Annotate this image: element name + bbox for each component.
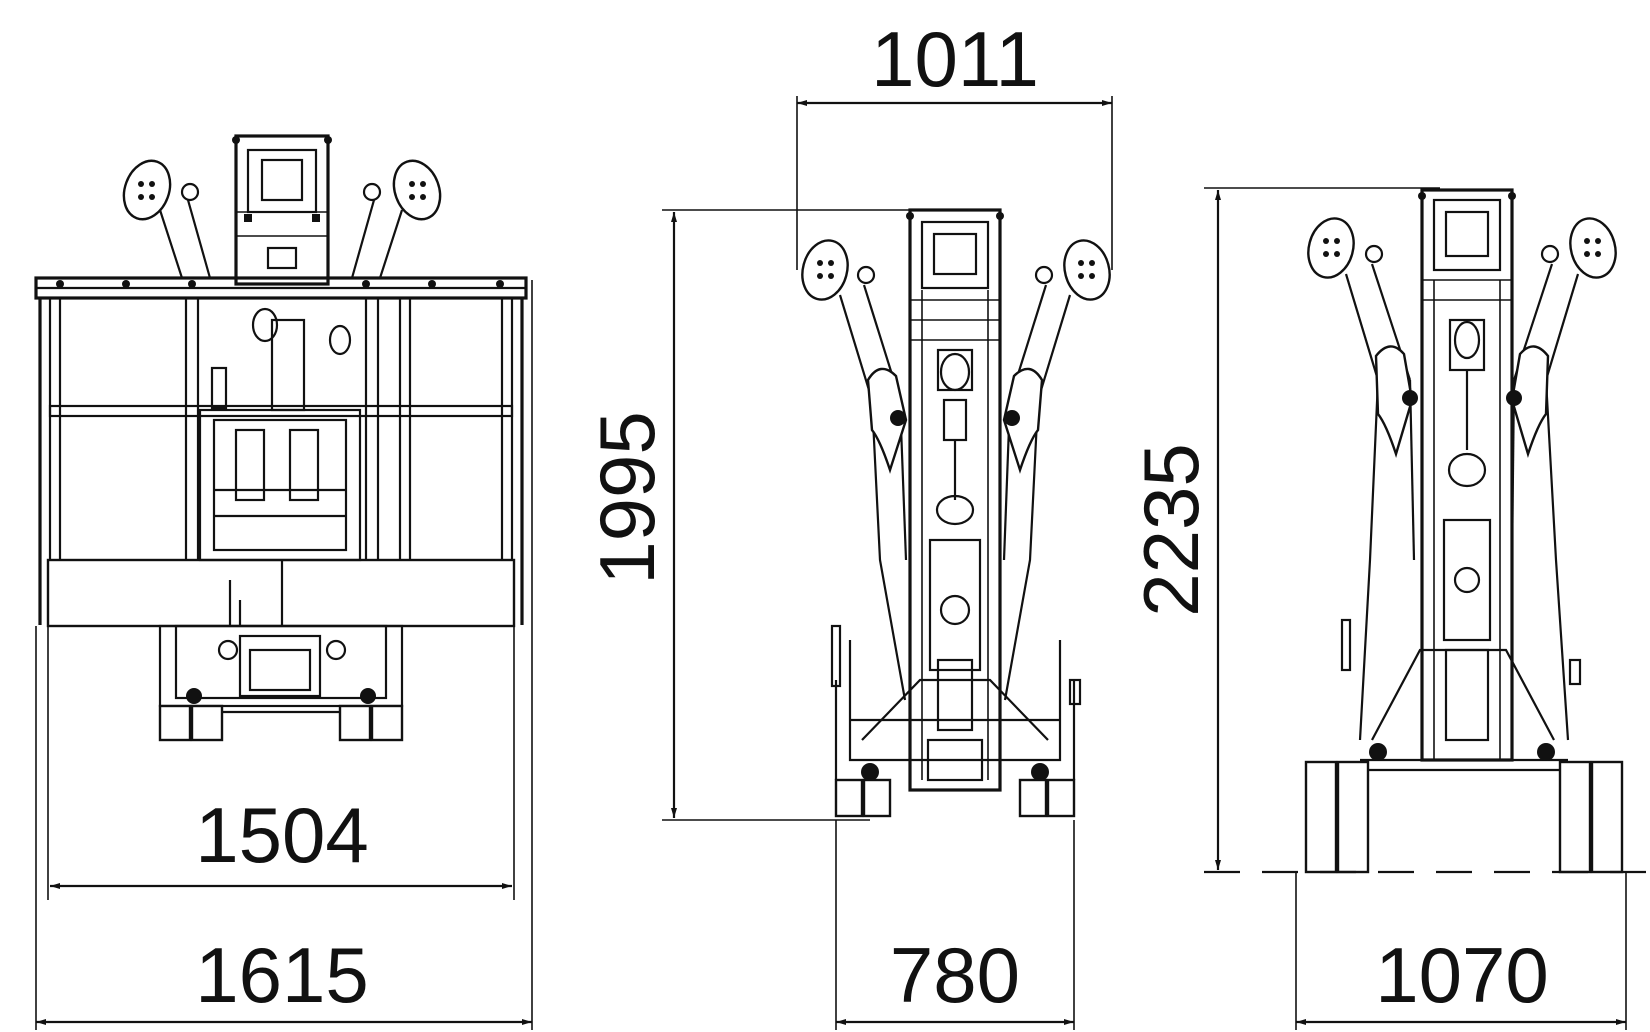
side-mast [906,208,1004,792]
dim-label-1011: 1011 [871,15,1039,103]
side-left-lamp [801,239,902,401]
front-right-lamp [350,159,442,279]
front-mechanism [198,307,362,626]
side-chassis [830,624,1082,818]
dimension-rear-height: 2235 [1127,187,1650,874]
dim-label-1615: 1615 [195,931,369,1019]
front-basket [34,276,528,628]
rear-mast [1418,188,1516,762]
dim-label-1070: 1070 [1375,931,1549,1019]
front-view [34,134,528,742]
dimension-side-height: 1995 [583,209,968,821]
dimension-side-base: 780 [835,820,1075,1030]
rear-booms [1358,345,1570,741]
dim-label-1995: 1995 [583,411,671,585]
rear-right-lamp [1512,217,1617,381]
dimension-front-inner: 1504 [47,626,515,900]
dimension-front-outer: 1615 [35,280,533,1030]
dimension-rear-base: 1070 [1295,872,1627,1030]
rear-left-lamp [1307,217,1412,381]
front-mast [232,134,332,286]
rear-chassis [1304,618,1624,874]
side-booms [866,367,1044,701]
front-chassis [158,624,404,742]
dimension-side-top: 1011 [796,15,1113,270]
dim-label-780: 780 [890,931,1020,1019]
rear-view [1304,188,1624,874]
side-view [801,208,1111,818]
dim-label-1504: 1504 [195,791,369,879]
dim-label-2235: 2235 [1127,443,1215,617]
side-right-lamp [1008,239,1111,401]
front-left-lamp [122,159,212,279]
